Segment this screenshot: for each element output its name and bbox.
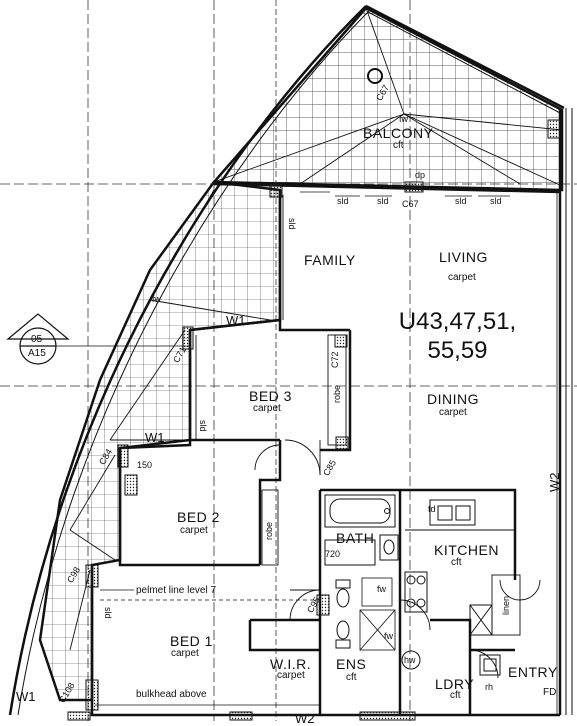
fd-mark: fd: [428, 504, 436, 514]
section-marker: [6, 313, 190, 365]
vanity: [324, 534, 399, 566]
sld-mark-4: sld: [490, 196, 502, 206]
window-w1-upper: W1: [226, 313, 246, 328]
bath-label: BATH: [336, 530, 375, 546]
laundry-finish: cft: [450, 690, 461, 701]
living-label: LIVING: [439, 249, 488, 265]
sld-mark-2: sld: [377, 196, 389, 206]
column-c67-south: C67: [402, 199, 419, 209]
window-w2-east: W2: [547, 472, 562, 493]
section-marker-number: 05: [31, 334, 43, 345]
dimension-150: 150: [137, 460, 153, 470]
entry-label: ENTRY: [508, 664, 558, 680]
bed1-finish: carpet: [171, 648, 199, 659]
sld-mark-bed3: sld: [198, 420, 208, 432]
robe-mark-bed3: robe: [332, 384, 342, 403]
columns: [67, 119, 561, 721]
bed1-label: BED 1: [170, 633, 213, 649]
bed3-finish: carpet: [253, 403, 281, 414]
dp-mark: dp: [415, 170, 426, 180]
entry-finish: FD: [543, 687, 557, 698]
cooktop: [404, 571, 428, 613]
wir-finish: carpet: [277, 670, 305, 681]
shower: [359, 577, 396, 651]
section-marker-sheet: A15: [28, 348, 46, 359]
column-circle: [367, 68, 383, 84]
dining-label: DINING: [427, 391, 479, 407]
laundry-fixtures: [401, 650, 501, 676]
ens-label: ENS: [336, 656, 367, 672]
robe-mark-bed2: robe: [264, 521, 274, 540]
wir-label: W.I.R.: [270, 656, 312, 672]
ens-finish: cft: [346, 672, 357, 683]
bed2-label: BED 2: [177, 509, 220, 525]
rh-mark: rh: [485, 682, 494, 692]
window-w2-south: W2: [295, 711, 315, 726]
living-finish: carpet: [448, 272, 476, 283]
kitchen-sink: [405, 499, 515, 531]
linen-mark: linen: [501, 595, 511, 615]
balcony-tiles: [211, 6, 564, 192]
unit-numbers-line1: U43,47,51,: [398, 308, 517, 335]
sliding-door-marks: [300, 191, 510, 197]
interior-walls: [90, 182, 561, 717]
east-facade: [556, 108, 573, 715]
fw-mark-balcony: fw: [399, 114, 408, 124]
laundry-label: LDRY: [435, 676, 475, 692]
dining-finish: carpet: [439, 407, 467, 418]
sld-mark-west: sld: [287, 218, 297, 230]
dimension-720: 720: [325, 549, 341, 559]
column-c72: C72: [330, 351, 340, 368]
pelmet-note: pelmet line level 7: [136, 585, 217, 596]
bulkhead-note: bulkhead above: [136, 689, 207, 700]
sld-mark-bed2: sld: [103, 607, 113, 619]
kitchen-label: KITCHEN: [434, 542, 499, 558]
sld-mark-3: sld: [455, 196, 467, 206]
bed3-label: BED 3: [249, 388, 292, 404]
leader-lines: [95, 589, 320, 706]
unit-numbers-line2: 55,59: [427, 337, 488, 364]
fridge: [469, 604, 493, 636]
kitchen-finish: cft: [451, 557, 462, 568]
fw-mark-west: fw: [152, 294, 161, 304]
sld-mark-1: sld: [337, 196, 349, 206]
door-swings: [254, 439, 541, 679]
balcony-finish: cft: [393, 140, 404, 151]
hot-water-mark: hw: [404, 655, 416, 665]
window-w1-middle: W1: [145, 430, 165, 445]
fw-mark-bath: fw: [377, 584, 386, 594]
bed2-finish: carpet: [180, 525, 208, 536]
window-w1-lower: W1: [16, 689, 36, 704]
fw-mark-ens: fw: [384, 631, 393, 641]
bathtub: [324, 494, 396, 528]
outer-facade: [8, 4, 565, 716]
toilet: [335, 579, 351, 649]
family-label: FAMILY: [304, 252, 356, 268]
balcony-label: BALCONY: [363, 125, 434, 141]
